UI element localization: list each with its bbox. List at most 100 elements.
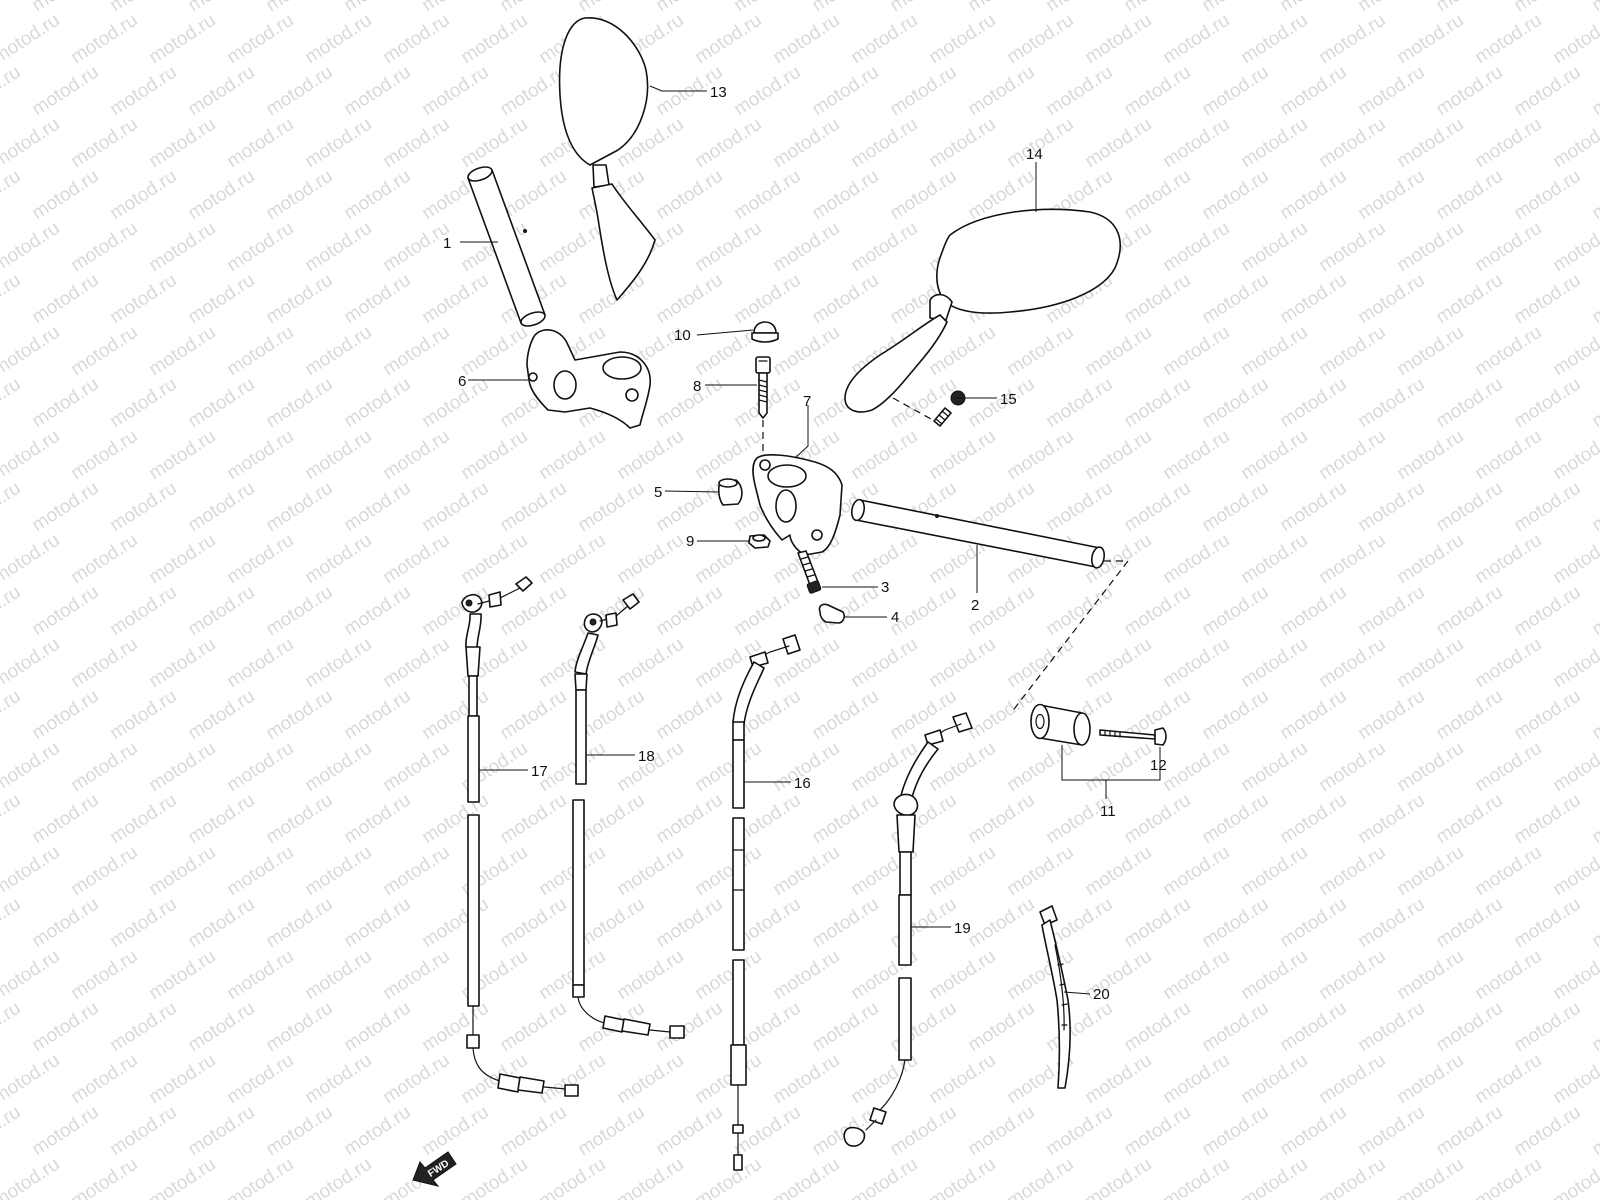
watermark-text: motod.ru [262,998,336,1056]
watermark-text: motod.ru [1120,1102,1194,1160]
watermark-text: motod.ru [1549,322,1600,380]
callout-6: 6 [458,373,466,390]
watermark-text: motod.ru [1393,114,1467,172]
watermark-text: motod.ru [457,322,531,380]
watermark-text: motod.ru [1510,374,1584,432]
watermark-text: motod.ru [925,738,999,796]
part-8-bolt[interactable] [755,356,771,462]
watermark-text: motod.ru [769,10,843,68]
watermark-text: motod.ru [1432,374,1506,432]
watermark-text: motod.ru [28,582,102,640]
watermark-text: motod.ru [1159,322,1233,380]
watermark-text: motod.ru [1588,686,1600,744]
watermark-text: motod.ru [769,946,843,1004]
watermark-text: motod.ru [769,322,843,380]
watermark-text: motod.ru [808,790,882,848]
watermark-text: motod.ru [496,790,570,848]
watermark-text: motod.ru [223,10,297,68]
watermark-text: motod.ru [106,0,180,16]
part-9-nut[interactable] [748,534,771,549]
watermark-text: motod.ru [1198,270,1272,328]
watermark-text: motod.ru [0,738,64,796]
watermark-text: motod.ru [964,790,1038,848]
watermark-text: motod.ru [184,894,258,952]
watermark-text: motod.ru [145,218,219,276]
watermark-text: motod.ru [1354,166,1428,224]
watermark-text: motod.ru [145,322,219,380]
watermark-text: motod.ru [1198,894,1272,952]
watermark-text: motod.ru [1471,1154,1545,1200]
watermark-text: motod.ru [28,998,102,1056]
watermark-text: motod.ru [496,998,570,1056]
part-16-cable[interactable] [730,634,801,1171]
watermark-text: motod.ru [1081,1050,1155,1108]
watermark-text: motod.ru [1510,998,1584,1056]
watermark-text: motod.ru [1432,62,1506,120]
part-5-plug[interactable] [717,478,743,506]
watermark-text: motod.ru [1549,114,1600,172]
watermark-text: motod.ru [1276,686,1350,744]
watermark-text: motod.ru [1549,842,1600,900]
watermark-text: motod.ru [1471,114,1545,172]
watermark-text: motod.ru [1315,218,1389,276]
part-12-bolt[interactable] [1099,727,1167,746]
watermark-text: motod.ru [1315,1154,1389,1200]
watermark-text: motod.ru [1315,946,1389,1004]
watermark-text: motod.ru [1237,530,1311,588]
watermark-text: motod.ru [28,374,102,432]
watermark-text: motod.ru [1549,946,1600,1004]
watermark-text: motod.ru [379,634,453,692]
watermark-text: motod.ru [457,10,531,68]
watermark-text: motod.ru [1003,738,1077,796]
part-2-right-handlebar[interactable] [850,498,1106,569]
part-11-bar-end-weight[interactable] [1030,703,1091,746]
part-6-left-clamp[interactable] [526,329,651,429]
part-3-bolt[interactable] [797,550,822,594]
watermark-text: motod.ru [1315,738,1389,796]
watermark-text: motod.ru [1276,0,1350,16]
watermark-text: motod.ru [1588,998,1600,1056]
watermark-text: motod.ru [340,1102,414,1160]
part-1-left-handlebar[interactable] [466,164,547,328]
watermark-text: motod.ru [1315,10,1389,68]
part-14-right-mirror[interactable] [844,208,1121,425]
watermark-text: motod.ru [535,1154,609,1200]
watermark-text: motod.ru [106,478,180,536]
watermark-text: motod.ru [0,0,25,16]
part-7-right-clamp[interactable] [752,453,843,556]
watermark-text: motod.ru [1471,842,1545,900]
part-18-cable[interactable] [572,593,685,1039]
watermark-text: motod.ru [964,1102,1038,1160]
watermark-text: motod.ru [67,1154,141,1200]
part-19-cable[interactable] [843,712,973,1147]
watermark-text: motod.ru [340,998,414,1056]
watermark-text: motod.ru [613,946,687,1004]
watermark-text: motod.ru [1042,374,1116,432]
watermark-text: motod.ru [808,270,882,328]
callout-5: 5 [654,484,662,501]
watermark-text: motod.ru [1120,998,1194,1056]
part-13-left-mirror[interactable] [558,17,656,301]
part-17-cable[interactable] [461,576,579,1097]
part-20-clamp-tie[interactable] [1039,905,1071,1089]
watermark-text: motod.ru [730,582,804,640]
watermark-text: motod.ru [769,842,843,900]
watermark-text: motod.ru [223,634,297,692]
watermark-text: motod.ru [184,1102,258,1160]
part-4-cap[interactable] [818,603,845,624]
watermark-text: motod.ru [808,998,882,1056]
watermark-text: motod.ru [1510,582,1584,640]
watermark-text: motod.ru [613,1154,687,1200]
watermark-text: motod.ru [301,842,375,900]
watermark-text: motod.ru [847,218,921,276]
callout-9: 9 [686,533,694,550]
watermark-text: motod.ru [691,842,765,900]
watermark-text: motod.ru [574,478,648,536]
watermark-text: motod.ru [1198,62,1272,120]
watermark-text: motod.ru [1276,478,1350,536]
part-10-cap[interactable] [751,321,779,343]
watermark-text: motod.ru [886,894,960,952]
watermark-text: motod.ru [1198,1102,1272,1160]
watermark-text: motod.ru [1354,62,1428,120]
watermark-text: motod.ru [223,1050,297,1108]
